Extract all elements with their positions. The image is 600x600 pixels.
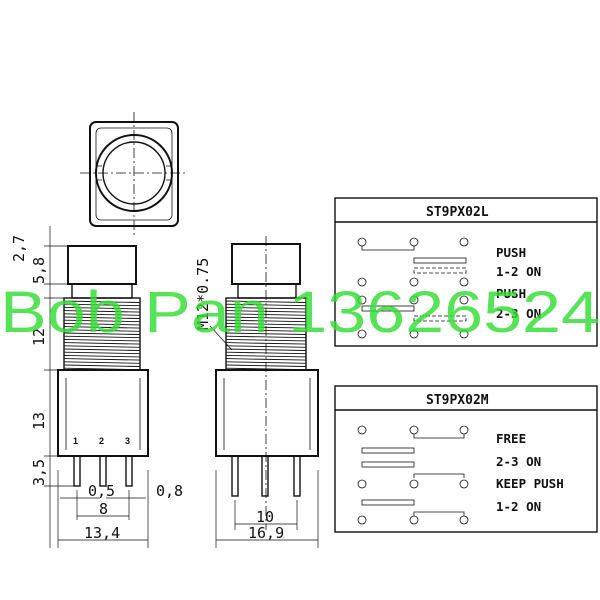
side-bottom-dimensions: 10 16,9 — [215, 470, 319, 548]
dimension-0-5: 0,5 — [88, 482, 115, 500]
thread-callout: M12*0.75 — [194, 258, 233, 351]
box2-line-1: FREE — [496, 431, 526, 446]
box1-line-4: 2-3 ON — [496, 306, 541, 321]
thread-line — [63, 342, 141, 345]
thread-line — [225, 354, 307, 358]
box2-title: ST9PX02M — [426, 393, 489, 408]
side-view — [215, 236, 319, 530]
thread-line — [63, 361, 141, 364]
thread-line — [63, 351, 141, 355]
thread-line — [63, 338, 141, 342]
front-bottom-dimensions: 0,5 0,8 8 13,4 — [57, 470, 183, 548]
top-view — [80, 112, 188, 236]
box2-line-4: 1-2 ON — [496, 499, 541, 514]
dimension-16-9: 16,9 — [248, 524, 284, 542]
box1-line-2: 1-2 ON — [496, 264, 541, 279]
dimension-5-8: 5,8 — [30, 257, 48, 284]
box1-title: ST9PX02L — [426, 205, 489, 220]
thread-line — [63, 322, 141, 326]
box1-line-1: PUSH — [496, 245, 526, 260]
dimension-0-8: 0,8 — [156, 482, 183, 500]
thread-line — [225, 300, 307, 303]
dimension-2-7: 2,7 — [10, 235, 28, 262]
schematic-box-st9px02m: ST9PX02M FREE 2-3 ON KEEP PUSH 1-2 ON — [334, 385, 598, 533]
thread-line — [63, 319, 141, 323]
front-view: 1 2 3 — [57, 245, 149, 487]
box1-line-3: PUSH — [496, 286, 526, 301]
thread-line — [63, 316, 141, 319]
thread-line — [225, 358, 307, 361]
thread-line — [63, 310, 141, 313]
thread-line — [63, 306, 141, 310]
thread-line — [225, 319, 307, 323]
thread-line — [63, 329, 141, 332]
thread-line — [63, 348, 141, 351]
thread-line — [63, 303, 141, 307]
thread-line — [63, 358, 141, 361]
pin-2-label: 2 — [99, 436, 104, 446]
thread-line — [63, 345, 141, 348]
box2-line-3: KEEP PUSH — [496, 476, 564, 491]
thread-line — [63, 354, 141, 358]
thread-line — [225, 335, 307, 339]
dimension-3-5: 3,5 — [30, 459, 48, 486]
thread-line — [225, 342, 307, 345]
dimension-13-4: 13,4 — [84, 524, 120, 542]
left-dimensions: 2,7 5,8 12 13 3,5 — [10, 226, 74, 548]
thread-line — [225, 322, 307, 326]
thread-line — [63, 326, 141, 329]
box2-line-2: 2-3 ON — [496, 454, 541, 469]
thread-spec: M12*0.75 — [194, 258, 212, 330]
thread-line — [63, 313, 141, 316]
thread-line — [63, 332, 141, 335]
watermark-text: Bob Pan 13626524 — [0, 280, 600, 345]
dimension-13: 13 — [30, 412, 48, 430]
dimension-8: 8 — [99, 500, 108, 518]
thread-line — [63, 335, 141, 339]
pin-3-label: 3 — [125, 436, 130, 446]
schematic-box-st9px02l: ST9PX02L PUSH 1-2 ON PUSH 2-3 ON — [334, 197, 598, 347]
thread-line — [63, 300, 141, 303]
thread-line — [63, 364, 141, 367]
pin-1-label: 1 — [73, 436, 78, 446]
dimension-10: 10 — [256, 508, 274, 526]
dimension-12: 12 — [30, 328, 48, 346]
